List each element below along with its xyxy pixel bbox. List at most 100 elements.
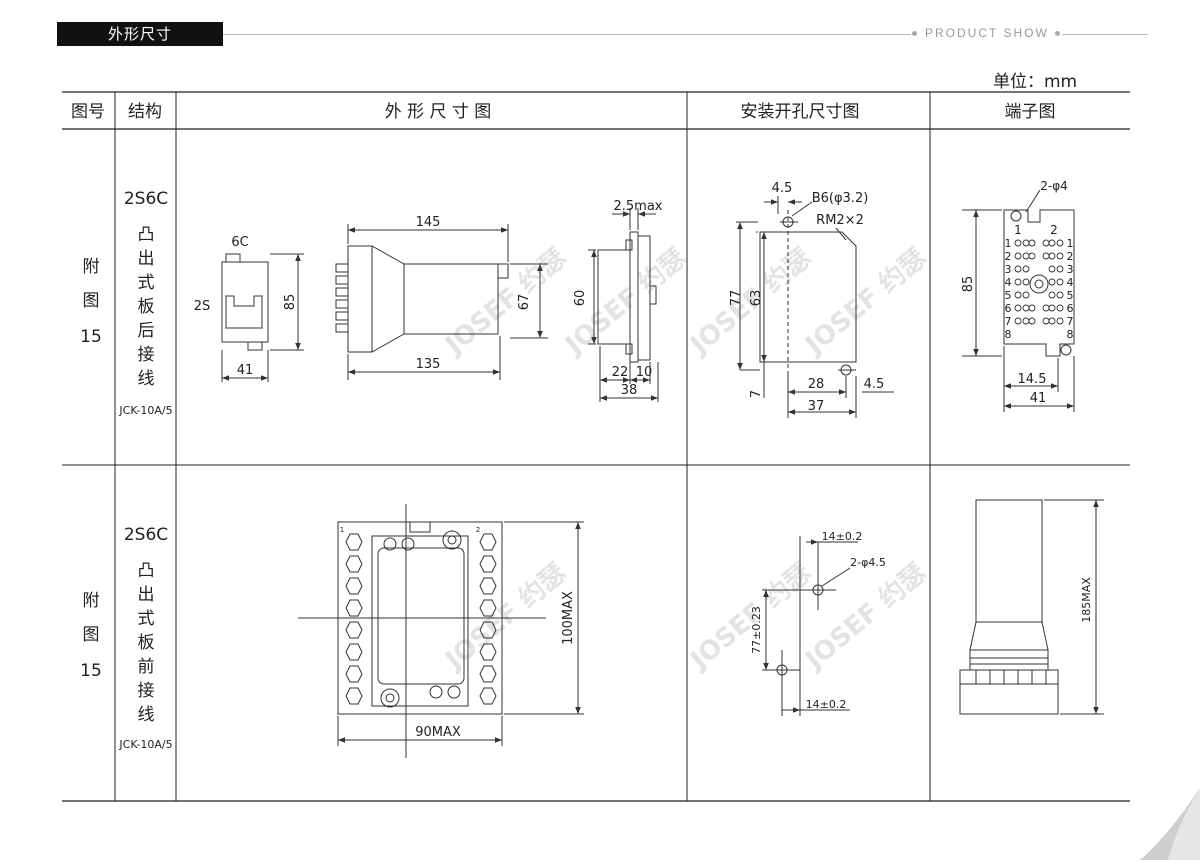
svg-text:板: 板 (138, 297, 155, 317)
header-dot (1055, 31, 1060, 36)
r2-front-view (298, 504, 584, 758)
dim-6c: 6C (231, 235, 248, 250)
svg-text:JOSEF 约瑟: JOSEF 约瑟 (798, 242, 932, 362)
dim-41: 41 (237, 363, 254, 378)
svg-text:3: 3 (1005, 263, 1012, 276)
svg-text:15: 15 (80, 327, 102, 347)
dim-85-terminal: 85 (961, 276, 976, 293)
dim-7: 7 (749, 390, 764, 398)
label-b6: B6(φ3.2) (812, 191, 869, 206)
section-tag: 外形尺寸 (57, 22, 223, 46)
col-header-terminal: 端子图 (1005, 102, 1056, 122)
svg-text:6: 6 (1067, 302, 1074, 315)
svg-text:出: 出 (138, 585, 155, 605)
dim-37: 37 (808, 399, 825, 414)
svg-text:式: 式 (138, 273, 155, 293)
svg-text:5: 5 (1005, 289, 1012, 302)
header-dot (912, 31, 917, 36)
svg-text:6: 6 (1005, 302, 1012, 315)
dim-185max: 185MAX (1080, 577, 1093, 623)
dim-14-bottom: 14±0.2 (806, 698, 847, 711)
svg-text:图: 图 (83, 291, 100, 311)
unit-label: 单位：mm (993, 72, 1078, 92)
svg-text:8: 8 (1005, 328, 1012, 341)
terminal-right-numbers: 1 2 3 4 5 6 7 8 (1067, 237, 1074, 341)
model-label: 2S6C (124, 525, 168, 545)
dim-28: 28 (808, 377, 825, 392)
table-grid (62, 91, 1130, 802)
page-curl-corner (1140, 788, 1200, 860)
svg-text:式: 式 (138, 609, 155, 629)
col-header-fig-no: 图号 (71, 102, 105, 122)
svg-text:5: 5 (1067, 289, 1074, 302)
svg-text:1: 1 (1067, 237, 1074, 250)
svg-text:凸: 凸 (138, 561, 155, 581)
dim-100max: 100MAX (561, 591, 576, 645)
product-show-label: PRODUCT SHOW (925, 26, 1049, 40)
svg-text:出: 出 (138, 249, 155, 269)
svg-text:接: 接 (138, 345, 155, 365)
svg-text:7: 7 (1005, 315, 1012, 328)
header-rule (223, 34, 911, 35)
dim-63: 63 (749, 290, 764, 307)
svg-text:附: 附 (83, 257, 100, 277)
svg-text:8: 8 (1067, 328, 1074, 341)
dim-2s: 2S (194, 299, 211, 314)
svg-text:附: 附 (83, 591, 100, 611)
terminal-left-numbers: 1 2 3 4 5 6 7 8 (1005, 237, 1012, 341)
r1-top-view (335, 224, 548, 380)
model-label: 2S6C (124, 189, 168, 209)
dim-2-5max: 2.5max (614, 199, 663, 214)
r1-end-view (588, 208, 659, 402)
svg-text:4: 4 (1067, 276, 1074, 289)
dim-14-top: 14±0.2 (822, 530, 863, 543)
r1-side-view (221, 253, 304, 382)
svg-text:凸: 凸 (138, 225, 155, 245)
terminal-label-1: 1 (340, 526, 344, 534)
dim-4-5-top: 4.5 (772, 181, 793, 196)
svg-text:JOSEF 约瑟: JOSEF 约瑟 (438, 557, 572, 677)
svg-text:2: 2 (1067, 250, 1074, 263)
dim-77: 77 (729, 290, 744, 307)
r2-cutout-drawing (762, 536, 858, 716)
dim-41-terminal: 41 (1030, 391, 1047, 406)
svg-text:线: 线 (138, 705, 155, 725)
row-1-labels: 附 图 15 2S6C 凸 出 式 板 后 接 线 JCK-10A/5 (80, 189, 172, 417)
terminal-label-2: 2 (476, 526, 480, 534)
svg-text:接: 接 (138, 681, 155, 701)
svg-text:图: 图 (83, 625, 100, 645)
col-header-cutout: 安装开孔尺寸图 (741, 102, 860, 122)
svg-text:前: 前 (138, 657, 155, 677)
label-2-phi4-5: 2-φ4.5 (850, 556, 886, 569)
terminal-top-1: 1 (1014, 223, 1022, 237)
r1-terminal-pins (1014, 239, 1064, 325)
dim-135: 135 (416, 357, 441, 372)
header-rule-right (1062, 34, 1148, 35)
col-header-structure: 结构 (128, 102, 162, 122)
svg-text:后: 后 (138, 321, 155, 341)
dim-77-tol: 77±0.23 (750, 606, 763, 654)
socket-label: JCK-10A/5 (118, 404, 172, 417)
svg-text:1: 1 (1005, 237, 1012, 250)
dim-60: 60 (573, 290, 588, 307)
col-header-outline: 外 形 尺 寸 图 (385, 102, 492, 122)
dim-38: 38 (621, 383, 638, 398)
socket-label: JCK-10A/5 (118, 738, 172, 751)
svg-text:线: 线 (138, 369, 155, 389)
dim-90max: 90MAX (415, 725, 461, 740)
r1-cutout-drawing (736, 196, 894, 418)
dim-145: 145 (416, 215, 441, 230)
label-2-phi4: 2-φ4 (1040, 179, 1068, 193)
svg-text:JOSEF 约瑟: JOSEF 约瑟 (438, 242, 572, 362)
r1-terminal-drawing (962, 189, 1075, 412)
dim-4-5-right: 4.5 (864, 377, 885, 392)
terminal-top-2: 2 (1050, 223, 1058, 237)
watermark: JOSEF 约瑟 JOSEF 约瑟 JOSEF 约瑟 JOSEF 约瑟 JOSE… (438, 242, 932, 677)
dim-67: 67 (517, 294, 532, 311)
svg-text:3: 3 (1067, 263, 1074, 276)
r2-side-view (959, 499, 1104, 715)
dim-10: 10 (636, 365, 653, 380)
svg-text:板: 板 (138, 633, 155, 653)
svg-text:2: 2 (1005, 250, 1012, 263)
